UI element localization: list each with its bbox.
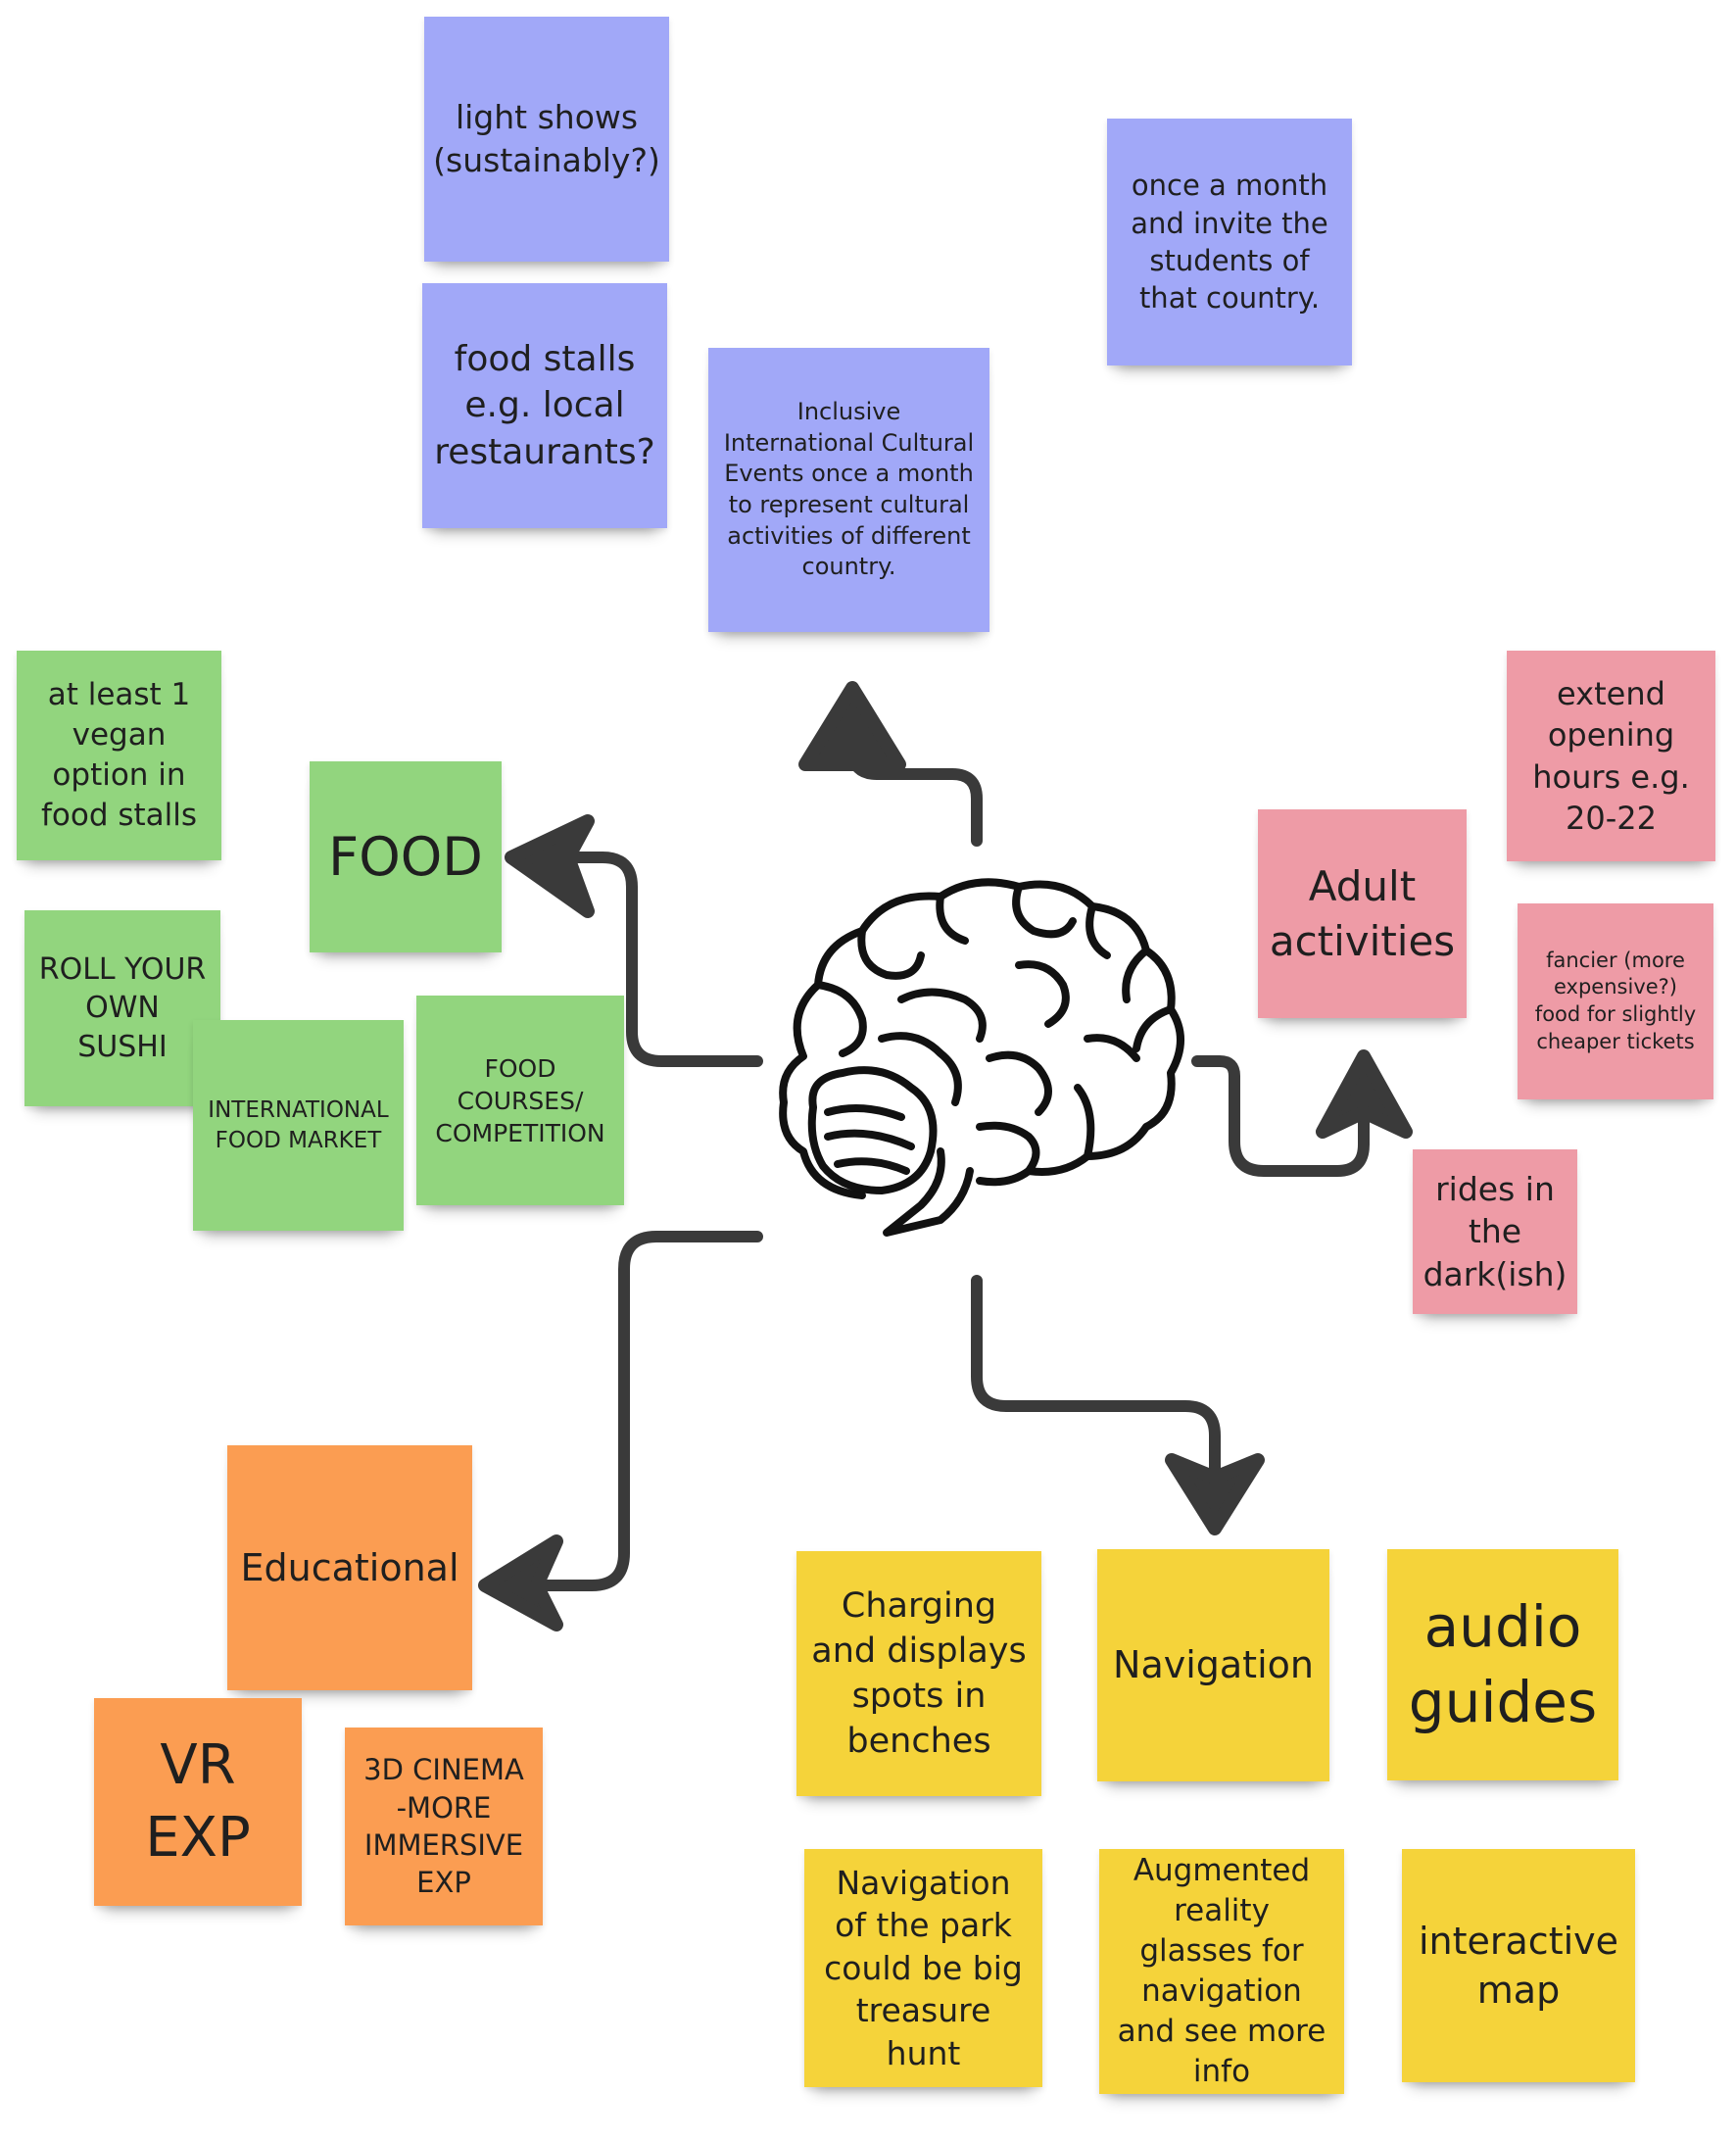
arrowhead-left-food [505, 814, 595, 918]
note-text: VR EXP [145, 1733, 251, 1870]
arrowhead-left-educational [478, 1534, 563, 1631]
note-food-stalls[interactable]: food stalls e.g. local restaurants? [422, 283, 667, 528]
note-cultural-events[interactable]: Inclusive International Cultural Events … [708, 348, 989, 632]
note-text: interactive map [1418, 1919, 1619, 2012]
note-text: at least 1 vegan option in food stalls [40, 677, 198, 833]
note-text: food stalls e.g. local restaurants? [434, 338, 655, 472]
note-charging-benches[interactable]: Charging and displays spots in benches [796, 1551, 1041, 1796]
arrow-right-adult [1191, 1055, 1370, 1177]
note-text: Charging and displays spots in benches [811, 1585, 1027, 1762]
note-text: INTERNATIONAL FOOD MARKET [208, 1097, 389, 1153]
arrowhead-down-navigation [1165, 1453, 1265, 1535]
note-roll-sushi[interactable]: ROLL YOUR OWN SUSHI [24, 910, 220, 1106]
note-fancier-food[interactable]: fancier (more expensive?) food for sligh… [1518, 903, 1713, 1099]
note-text: Educational [240, 1545, 459, 1589]
brain-icon [779, 878, 1184, 1237]
note-rides-dark[interactable]: rides in the dark(ish) [1413, 1149, 1577, 1314]
note-text: extend opening hours e.g. 20-22 [1532, 675, 1690, 837]
note-vegan-option[interactable]: at least 1 vegan option in food stalls [17, 651, 221, 860]
note-text: ROLL YOUR OWN SUSHI [38, 951, 207, 1064]
note-international-market[interactable]: INTERNATIONAL FOOD MARKET [193, 1020, 404, 1231]
arrowhead-up [798, 681, 906, 771]
note-text: once a month and invite the students of … [1131, 169, 1328, 316]
note-text: Adult activities [1269, 862, 1456, 965]
note-text: fancier (more expensive?) food for sligh… [1534, 948, 1697, 1053]
note-text: FOOD COURSES/ COMPETITION [435, 1053, 605, 1147]
note-text: 3D CINEMA -MORE IMMERSIVE EXP [363, 1753, 524, 1900]
note-text: light shows (sustainably?) [433, 98, 660, 179]
note-once-a-month[interactable]: once a month and invite the students of … [1107, 119, 1352, 365]
arrow-left-educational [538, 1231, 763, 1591]
note-audio-guides[interactable]: audio guides [1387, 1549, 1618, 1780]
note-food-courses[interactable]: FOOD COURSES/ COMPETITION [416, 996, 624, 1205]
note-ar-glasses[interactable]: Augmented reality glasses for navigation… [1099, 1849, 1344, 2094]
note-light-shows[interactable]: light shows (sustainably?) [424, 17, 669, 262]
arrow-down-navigation [971, 1275, 1221, 1476]
note-text: Navigation of the park could be big trea… [824, 1863, 1023, 2072]
note-text: FOOD [328, 825, 483, 888]
note-food[interactable]: FOOD [310, 761, 502, 952]
note-text: rides in the dark(ish) [1423, 1169, 1567, 1293]
note-text: Augmented reality glasses for navigation… [1117, 1853, 1326, 2089]
note-text: Inclusive International Cultural Events … [723, 397, 975, 581]
note-treasure-hunt[interactable]: Navigation of the park could be big trea… [804, 1849, 1042, 2087]
note-adult-activities[interactable]: Adult activities [1258, 809, 1467, 1018]
arrowhead-right-adult [1316, 1049, 1413, 1139]
note-vr-exp[interactable]: VR EXP [94, 1698, 302, 1906]
note-text: Navigation [1113, 1643, 1314, 1687]
note-educational[interactable]: Educational [227, 1445, 472, 1690]
note-3d-cinema[interactable]: 3D CINEMA -MORE IMMERSIVE EXP [345, 1728, 543, 1925]
arrow-left-food [567, 852, 763, 1067]
note-extend-hours[interactable]: extend opening hours e.g. 20-22 [1507, 651, 1715, 861]
note-navigation[interactable]: Navigation [1097, 1549, 1329, 1781]
note-text: audio guides [1408, 1593, 1598, 1735]
note-interactive-map[interactable]: interactive map [1402, 1849, 1635, 2082]
